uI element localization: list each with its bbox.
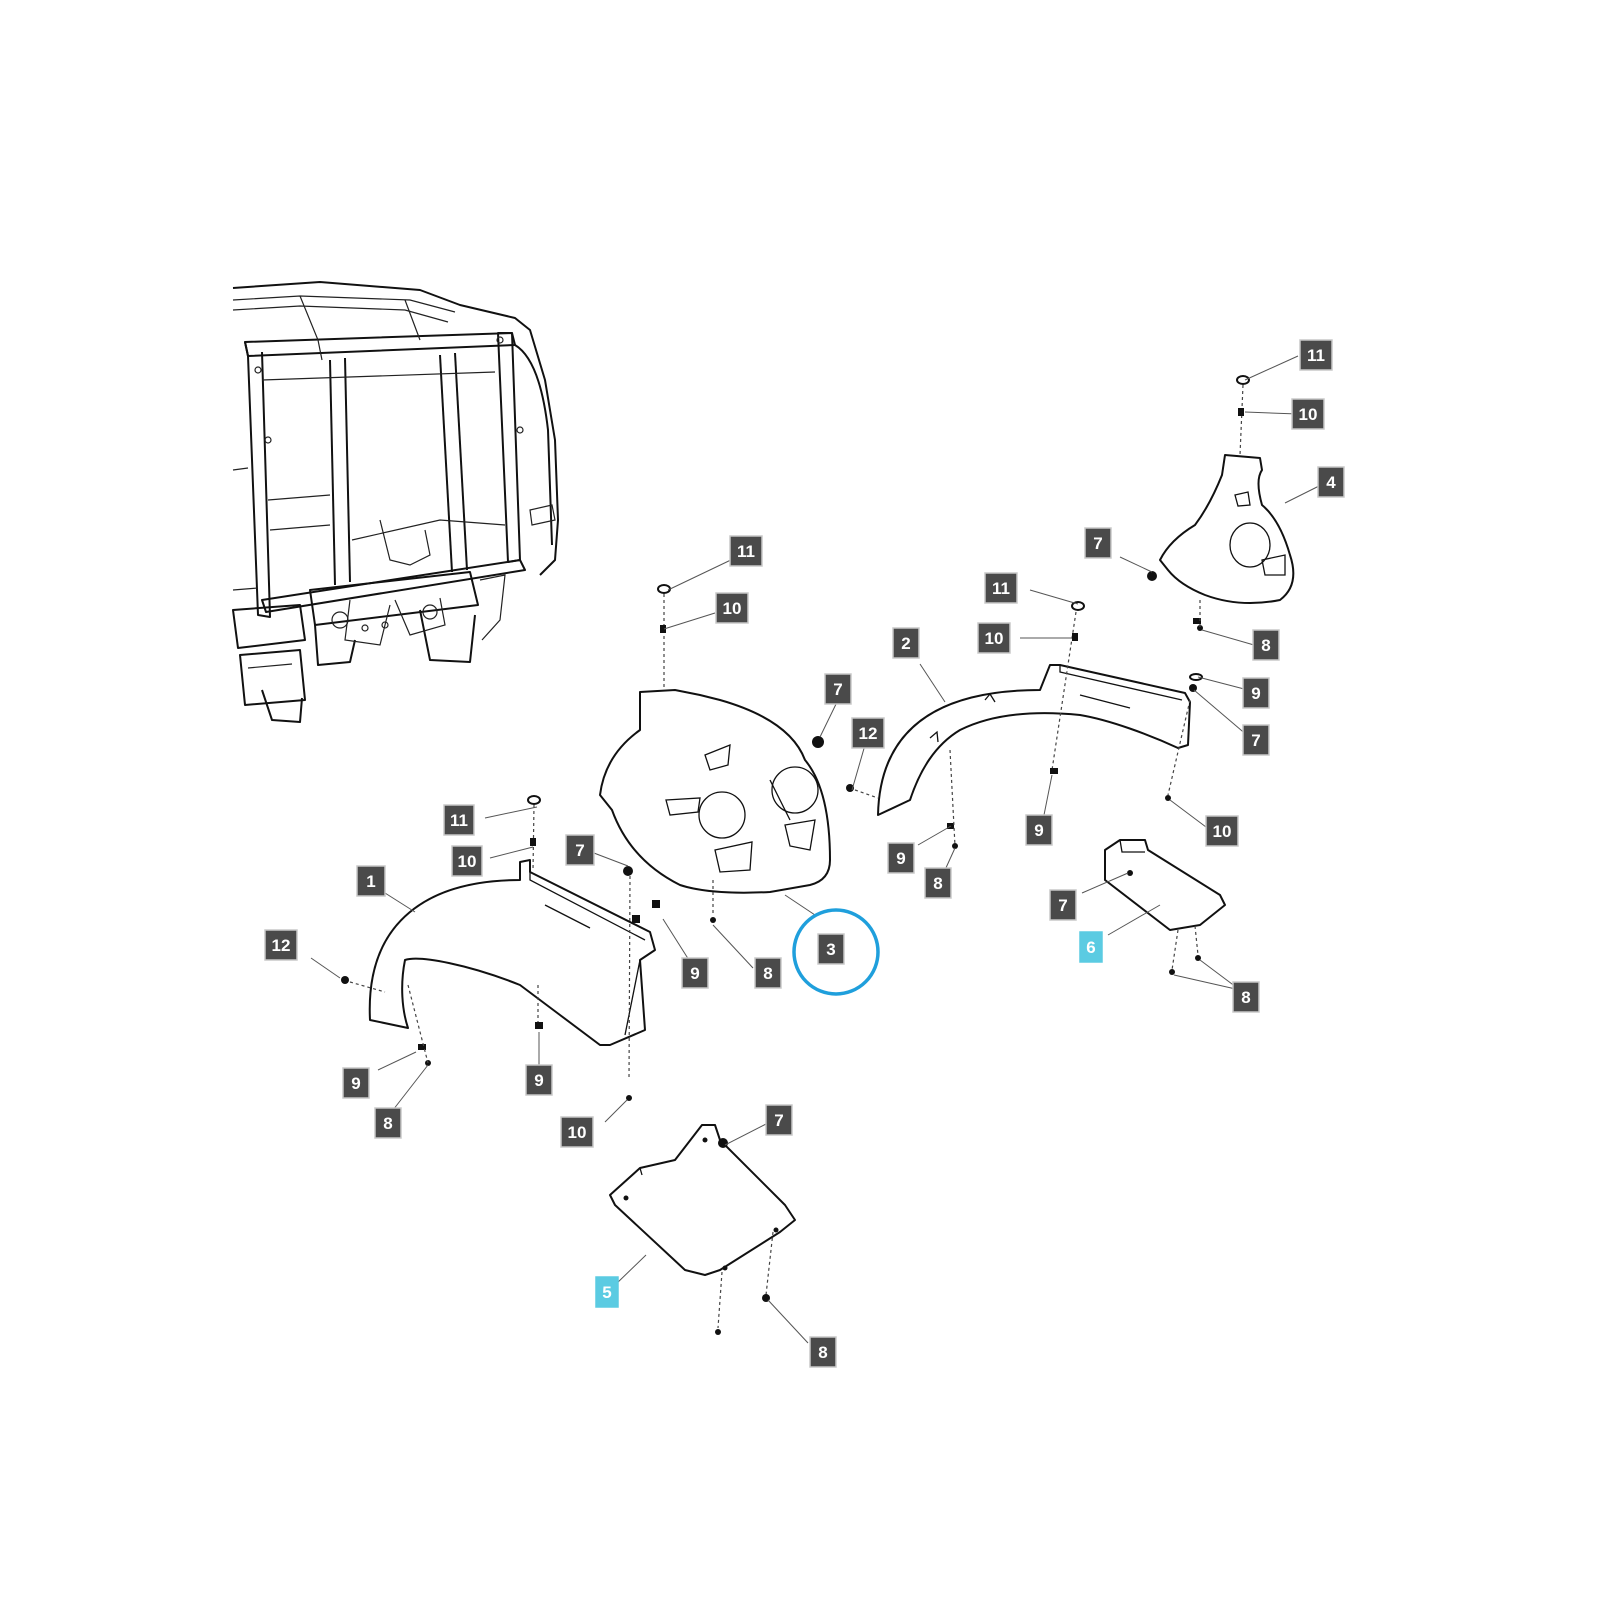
svg-text:12: 12 <box>272 936 291 955</box>
callout-7-plate6: 7 <box>1049 889 1077 921</box>
svg-text:8: 8 <box>1241 988 1250 1007</box>
svg-text:9: 9 <box>1034 821 1043 840</box>
part-6-small-panel <box>1104 839 1226 931</box>
part-1-left-fender <box>368 859 656 1046</box>
callout-10-left-bottom: 10 <box>560 1116 594 1148</box>
callout-9-mid: 9 <box>681 957 709 989</box>
svg-text:8: 8 <box>933 874 942 893</box>
callout-8-left: 8 <box>374 1107 402 1139</box>
part-3-front-cowl <box>599 689 831 894</box>
svg-text:9: 9 <box>896 849 905 868</box>
svg-text:8: 8 <box>1261 636 1270 655</box>
svg-text:10: 10 <box>1299 405 1318 424</box>
svg-text:10: 10 <box>568 1123 587 1142</box>
svg-text:7: 7 <box>774 1111 783 1130</box>
callout-12-left: 12 <box>264 929 298 961</box>
svg-text:7: 7 <box>1251 731 1260 750</box>
svg-text:11: 11 <box>1307 346 1325 365</box>
svg-text:8: 8 <box>383 1114 392 1133</box>
callout-6: 6 <box>1079 931 1103 963</box>
svg-text:9: 9 <box>351 1074 360 1093</box>
svg-text:9: 9 <box>534 1071 543 1090</box>
svg-text:7: 7 <box>833 680 842 699</box>
callout-11-far: 11 <box>1299 339 1333 371</box>
callout-12-mid: 12 <box>851 717 885 749</box>
callout-9-left-a: 9 <box>342 1067 370 1099</box>
callout-9-right-b: 9 <box>1025 814 1053 846</box>
svg-text:8: 8 <box>763 964 772 983</box>
tractor-frame-illustration <box>232 281 559 723</box>
callout-8-mid: 8 <box>754 957 782 989</box>
svg-text:12: 12 <box>859 724 878 743</box>
callout-11-right: 11 <box>984 572 1018 604</box>
svg-text:5: 5 <box>602 1283 611 1302</box>
callout-4: 4 <box>1317 466 1345 498</box>
callout-9-far: 9 <box>1242 677 1270 709</box>
callout-7-left: 7 <box>565 834 595 866</box>
callout-8-plate5: 8 <box>809 1336 837 1368</box>
hardware-and-assembly-lines <box>341 375 1250 1335</box>
callout-8-right-a: 8 <box>924 867 952 899</box>
leader-lines <box>310 355 1326 1344</box>
svg-text:3: 3 <box>826 940 835 959</box>
part-2-middle-fender <box>877 664 1191 816</box>
callout-7-mid: 7 <box>824 673 852 705</box>
svg-text:8: 8 <box>818 1343 827 1362</box>
callout-8-plate6: 8 <box>1232 981 1260 1013</box>
svg-text:7: 7 <box>1093 534 1102 553</box>
callout-10-far: 10 <box>1291 398 1325 430</box>
callout-10-far-b: 10 <box>1205 815 1239 847</box>
svg-text:10: 10 <box>985 629 1004 648</box>
svg-text:10: 10 <box>1213 822 1232 841</box>
callout-2: 2 <box>892 627 920 659</box>
callout-5: 5 <box>595 1276 619 1308</box>
callout-11-left: 11 <box>443 804 475 836</box>
svg-text:6: 6 <box>1086 938 1095 957</box>
callout-7-far: 7 <box>1084 527 1112 559</box>
svg-text:7: 7 <box>1058 896 1067 915</box>
svg-text:1: 1 <box>366 872 375 891</box>
svg-text:10: 10 <box>458 852 477 871</box>
callout-7-far-b: 7 <box>1242 724 1270 756</box>
callout-7-plate5: 7 <box>765 1104 793 1136</box>
svg-text:9: 9 <box>690 964 699 983</box>
callout-8-far: 8 <box>1252 629 1280 661</box>
callout-9-right-a: 9 <box>887 842 915 874</box>
part-3-highlight-ring <box>792 908 880 996</box>
svg-text:11: 11 <box>737 542 755 561</box>
part-5-floor-panel <box>609 1124 796 1276</box>
callout-10-right: 10 <box>977 622 1011 654</box>
svg-text:9: 9 <box>1251 684 1260 703</box>
svg-text:2: 2 <box>901 634 910 653</box>
svg-text:11: 11 <box>992 579 1010 598</box>
callout-10-left: 10 <box>451 845 483 877</box>
svg-text:4: 4 <box>1326 473 1336 492</box>
callout-11-mid: 11 <box>729 535 763 567</box>
callout-9-left-b: 9 <box>525 1064 553 1096</box>
callout-3: 3 <box>817 933 845 965</box>
svg-text:10: 10 <box>723 599 742 618</box>
svg-text:11: 11 <box>450 811 468 830</box>
part-4-rear-cowl <box>1159 454 1295 604</box>
callout-1: 1 <box>356 865 386 897</box>
callout-10-mid: 10 <box>715 592 749 624</box>
svg-text:7: 7 <box>575 841 584 860</box>
